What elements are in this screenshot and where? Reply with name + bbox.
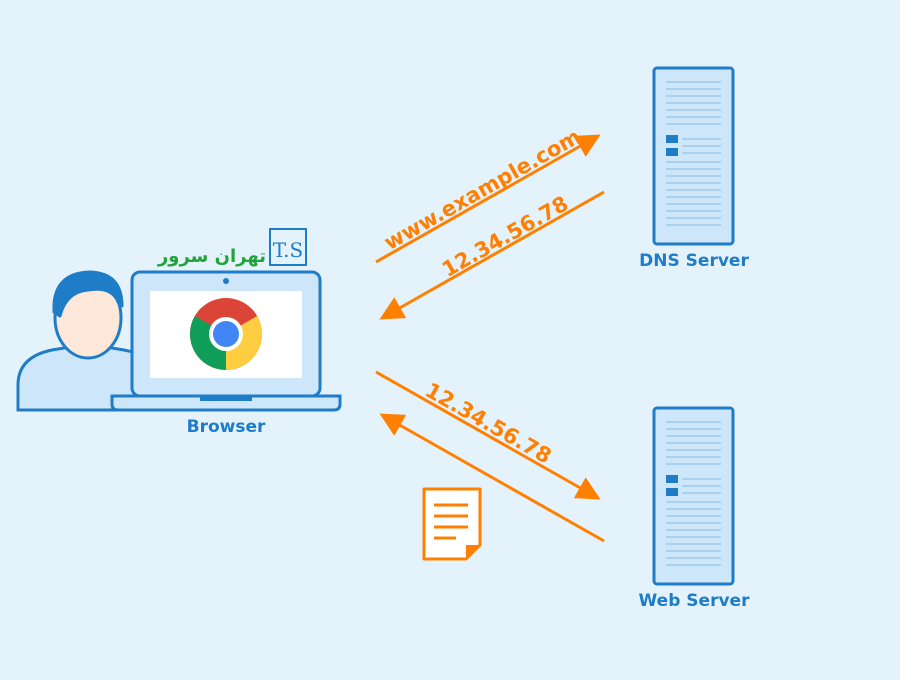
browser-label: Browser xyxy=(186,417,266,437)
document-icon xyxy=(422,487,482,561)
arrow-browser-to-dns xyxy=(375,134,601,264)
arrow-web-to-browser xyxy=(379,413,605,543)
web-server-label: Web Server xyxy=(638,591,750,611)
web-server-icon xyxy=(652,406,735,586)
chrome-icon xyxy=(189,298,263,370)
logo-script: تهران سرور xyxy=(157,246,266,267)
user-avatar-icon xyxy=(16,270,162,412)
arrow-browser-to-web xyxy=(375,370,601,500)
arrow-dns-to-browser xyxy=(379,190,605,320)
dns-server-label: DNS Server xyxy=(639,251,749,271)
dns-server-icon xyxy=(652,66,735,246)
tehran-server-logo: T.S تهران سرور xyxy=(157,228,307,267)
logo-text: T.S xyxy=(273,238,303,262)
